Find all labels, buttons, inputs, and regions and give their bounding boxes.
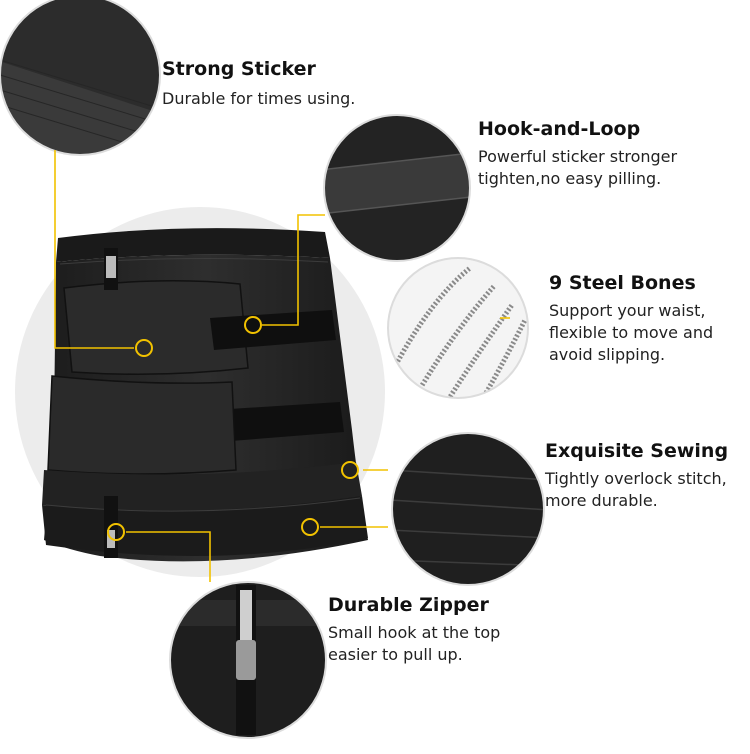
- callout-sewing: Exquisite Sewing Tightly overlock stitch…: [545, 440, 728, 512]
- detail-circle-sewing: [391, 432, 545, 586]
- callout-hook-and-loop: Hook-and-Loop Powerful sticker stronger …: [478, 118, 677, 190]
- callout-title: 9 Steel Bones: [549, 272, 696, 294]
- callout-title: Hook-and-Loop: [478, 118, 641, 140]
- callout-text: tighten,no easy pilling.: [478, 169, 662, 188]
- callout-text: Support your waist,: [549, 301, 706, 320]
- callout-text: Durable for times using.: [162, 89, 356, 108]
- callout-text: flexible to move and: [549, 323, 714, 342]
- detail-circle-strong-sticker: [0, 0, 161, 156]
- detail-circle-zipper: [169, 581, 327, 739]
- callout-text: avoid slipping.: [549, 345, 666, 364]
- callout-text: more durable.: [545, 491, 658, 510]
- callout-text: Powerful sticker stronger: [478, 147, 678, 166]
- callout-title: Exquisite Sewing: [545, 440, 729, 462]
- connector-lines: [54, 150, 510, 582]
- callout-title: Strong Sticker: [162, 58, 316, 80]
- callout-markers: [107, 316, 359, 541]
- callout-strong-sticker: Strong Sticker Durable for times using.: [162, 58, 355, 110]
- callout-title: Durable Zipper: [328, 594, 489, 616]
- callout-text: Small hook at the top: [328, 623, 501, 642]
- waist-trainer-image: [42, 228, 368, 562]
- callout-text: Tightly overlock stitch,: [545, 469, 727, 488]
- detail-circle-steel-bones: [387, 257, 529, 399]
- callout-zipper: Durable Zipper Small hook at the top eas…: [328, 594, 500, 666]
- detail-circle-hook-and-loop: [323, 114, 471, 262]
- callout-steel-bones: 9 Steel Bones Support your waist, flexib…: [549, 272, 713, 366]
- callout-text: easier to pull up.: [328, 645, 463, 664]
